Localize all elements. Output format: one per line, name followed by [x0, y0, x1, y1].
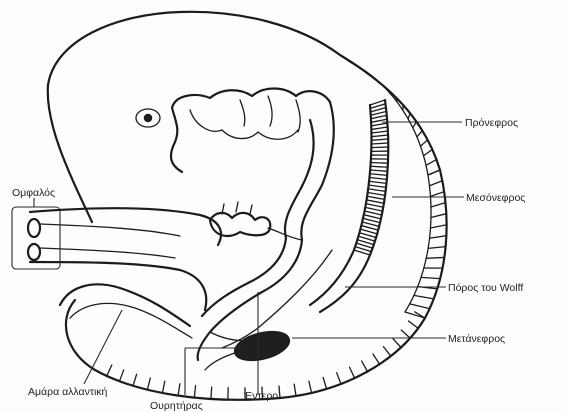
segment-stroke [309, 381, 312, 393]
segment-stroke [421, 277, 440, 278]
label-group: Πρόνεφρος Μεσόνεφρος Πόρος του Wolff Μετ… [12, 117, 525, 412]
segment-stroke [383, 347, 390, 356]
segment-stroke [368, 192, 385, 195]
segment-stroke [362, 222, 379, 226]
label-mesonephros: Μεσόνεφρος [466, 192, 525, 204]
segment-stroke [294, 384, 296, 396]
segment-stroke [371, 115, 387, 119]
segment-stroke [409, 321, 419, 328]
segment-stroke [428, 247, 446, 249]
segment-stroke [364, 215, 381, 219]
segment-stroke [405, 312, 425, 318]
segment-stroke [426, 160, 436, 166]
segment-stroke [430, 192, 444, 197]
segment-stroke [413, 122, 417, 128]
segment-stroke [369, 181, 386, 183]
segment-stroke [211, 387, 212, 399]
label-metanephros: Μετάνεφρος [448, 333, 505, 345]
segment-stroke [371, 147, 388, 148]
segment-stroke [371, 163, 388, 164]
segment-stroke [178, 384, 180, 396]
label-pronephros: Πρόνεφρος [465, 117, 518, 129]
segment-stroke [371, 135, 388, 137]
segment-stroke [429, 181, 442, 186]
umbilical-cord [12, 207, 221, 310]
segment-stroke [393, 339, 401, 348]
segment-stroke [362, 361, 368, 371]
segment-stroke [133, 374, 137, 385]
segment-stroke [162, 381, 164, 393]
segment-stroke [371, 111, 387, 115]
allantois [60, 284, 192, 338]
segment-stroke [371, 127, 387, 129]
segment-stroke [369, 185, 386, 187]
label-wolffian-duct: Πόρος του Wolff [448, 282, 523, 294]
label-allantois: Αμάρα αλλαντική [28, 386, 108, 398]
segment-stroke [371, 131, 387, 133]
segment-stroke [366, 204, 383, 208]
segment-stroke [424, 149, 433, 155]
segment-stroke [370, 174, 387, 176]
segment-stroke [431, 203, 446, 207]
segment-stroke [373, 354, 380, 364]
segment-stroke [365, 207, 382, 211]
segment-stroke [365, 211, 382, 215]
segment-stroke [367, 200, 384, 203]
segment-stroke [401, 330, 410, 338]
segment-stroke [431, 214, 446, 218]
segment-stroke [417, 131, 422, 137]
segment-stroke [370, 75, 376, 80]
segment-stroke [147, 378, 150, 390]
liver-bud [210, 202, 302, 240]
segment-stroke [279, 386, 280, 398]
segment-stroke [426, 257, 444, 258]
segment-stroke [371, 143, 388, 144]
segment-stroke [428, 170, 440, 175]
label-ureter: Ουρητήρας [150, 400, 203, 412]
segment-stroke [368, 189, 385, 192]
segment-stroke [430, 225, 446, 228]
segment-stroke [370, 178, 387, 180]
label-gut: Έντερο [243, 390, 278, 402]
segment-stroke [360, 68, 368, 73]
segment-stroke [367, 196, 384, 199]
mesonephros-column [310, 100, 388, 312]
segment-stroke [350, 367, 355, 378]
segment-stroke [323, 377, 326, 388]
segment-stroke [410, 304, 430, 309]
segment-stroke [371, 139, 388, 140]
segment-stroke [430, 236, 447, 239]
segment-stroke [107, 365, 112, 376]
segment-stroke [414, 295, 434, 299]
label-umbilical-cord: Ομφαλός [12, 187, 55, 199]
eye-icon [136, 109, 160, 127]
segment-stroke [371, 123, 387, 126]
segment-stroke [370, 170, 387, 171]
segment-stroke [370, 166, 387, 167]
segment-stroke [350, 62, 359, 68]
segment-stroke [340, 55, 350, 62]
segment-stroke [337, 373, 341, 384]
segment-stroke [363, 218, 380, 222]
segment-stroke [119, 370, 123, 381]
segment-stroke [420, 140, 427, 146]
segment-stroke [408, 113, 410, 119]
segment-stroke [194, 386, 195, 398]
